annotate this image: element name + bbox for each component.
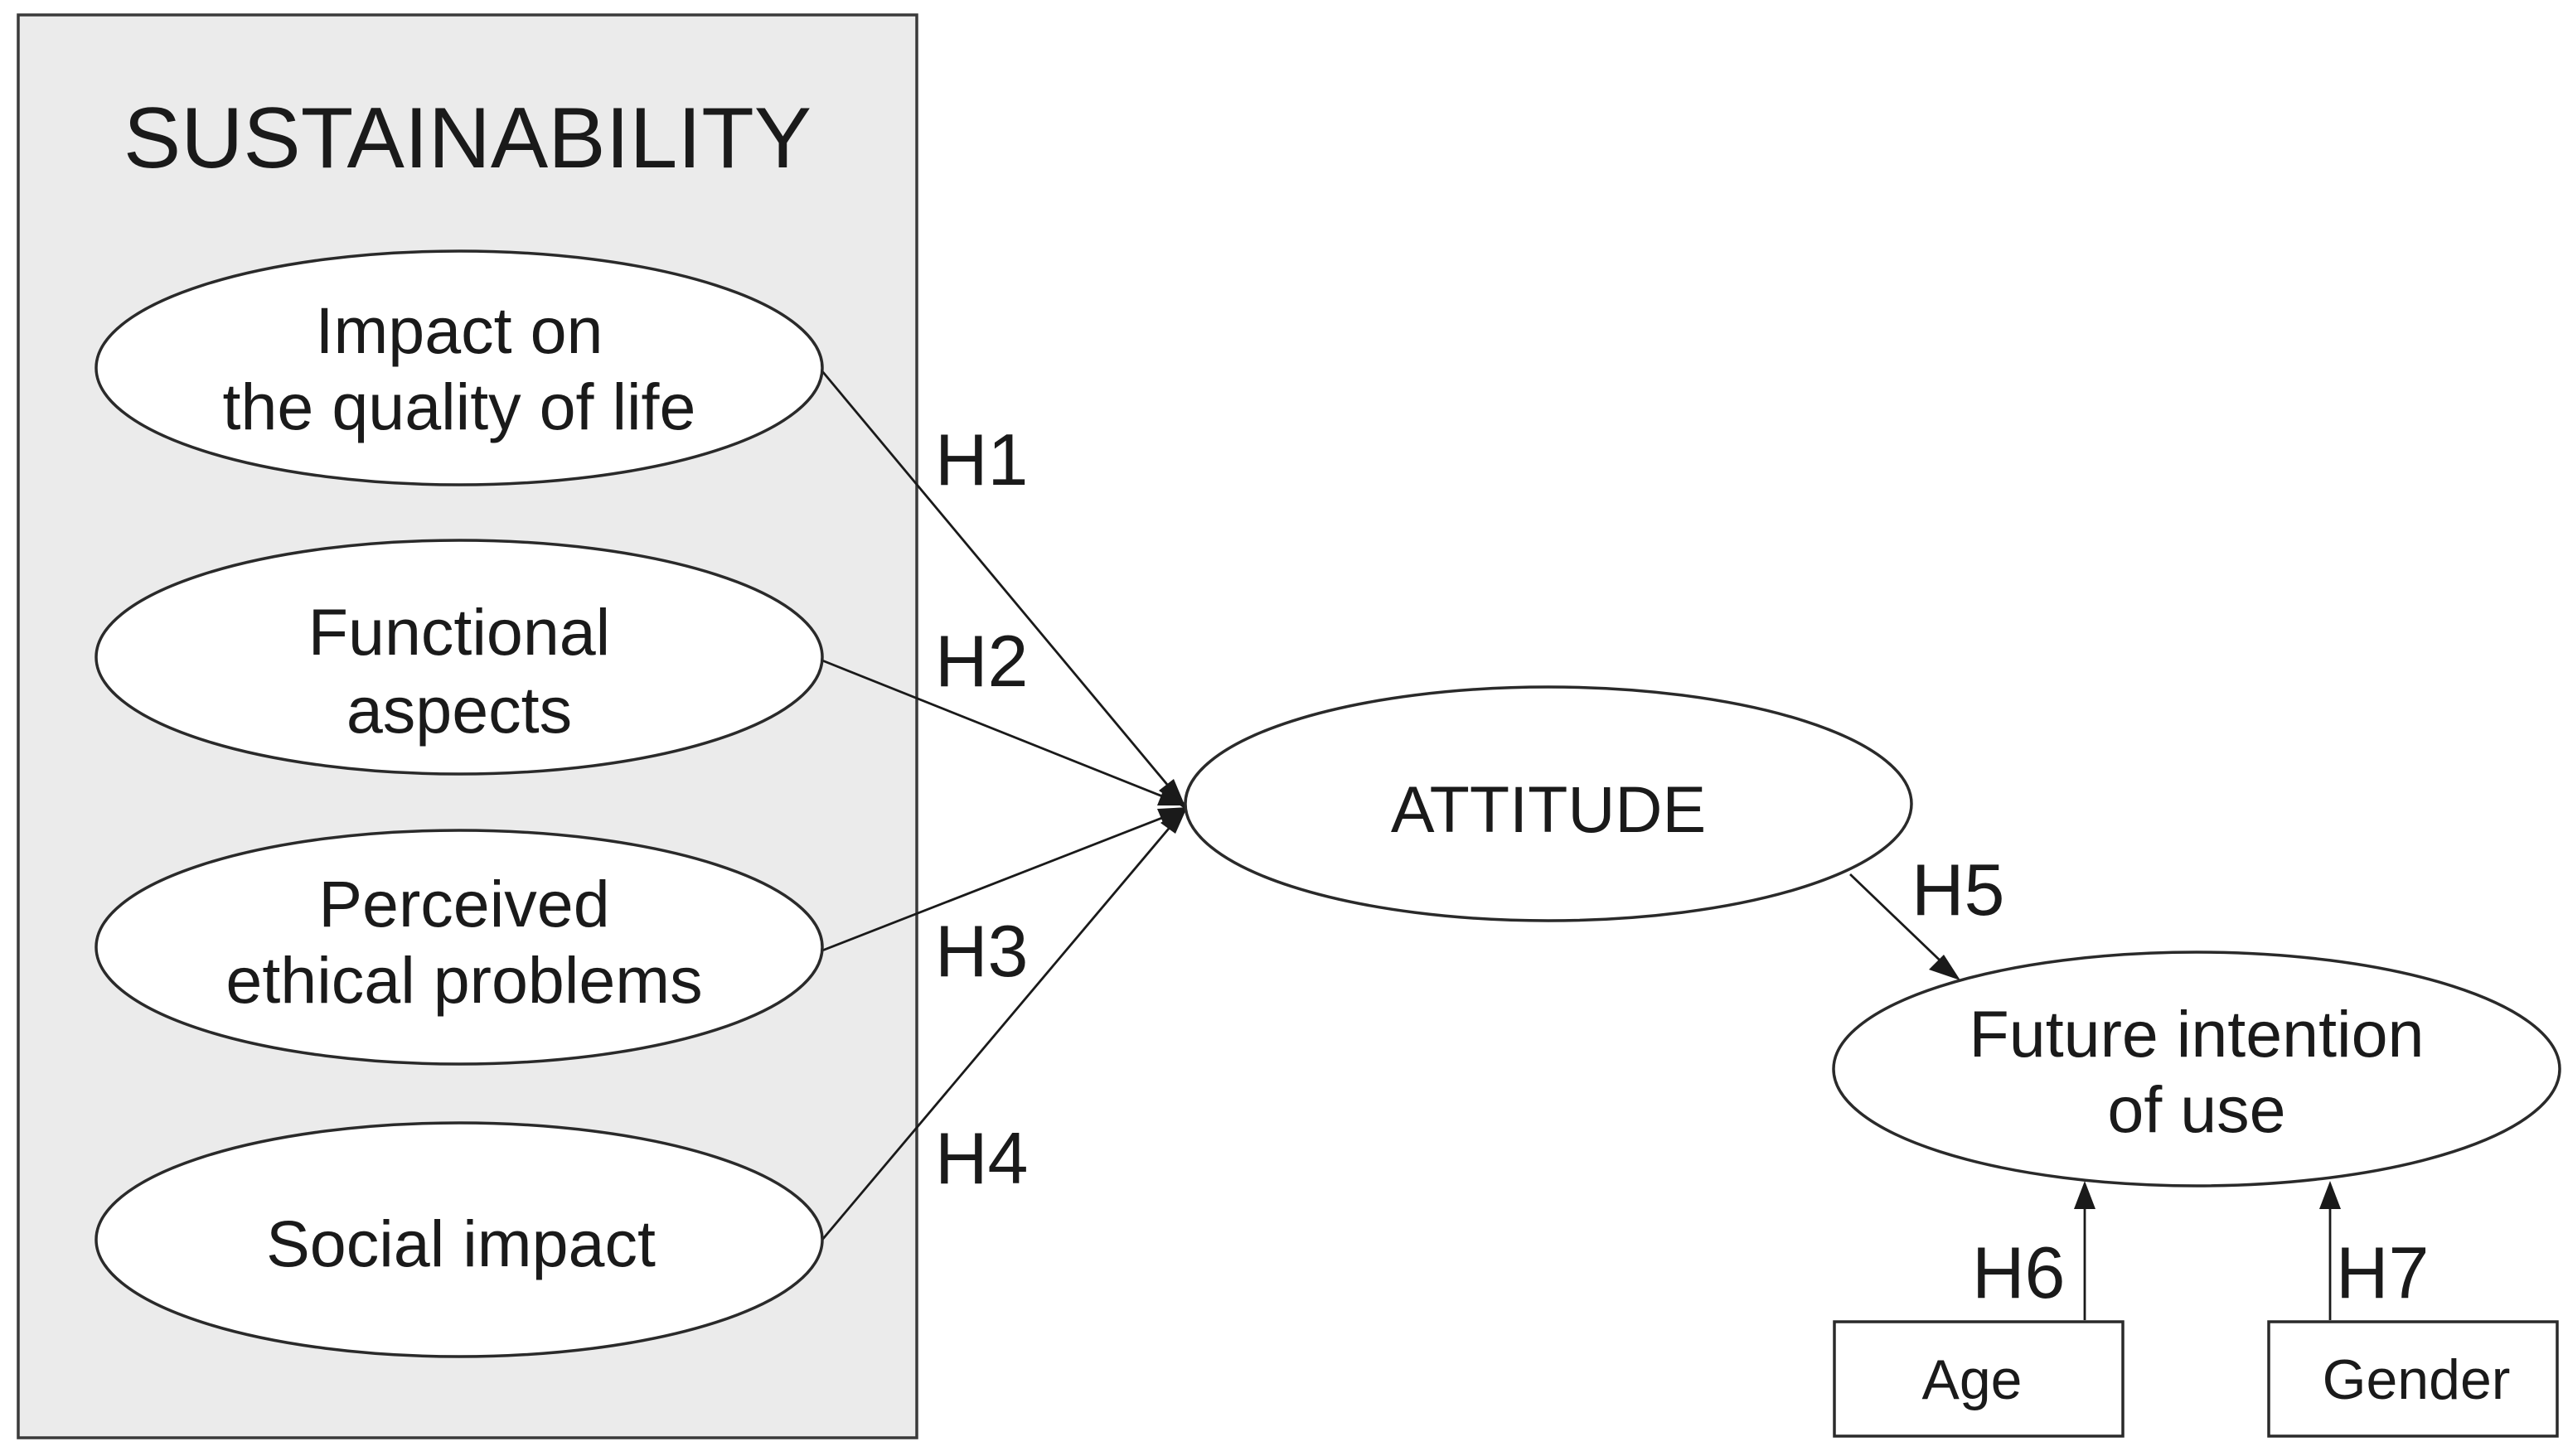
quality-of-life-line1: Impact on: [316, 293, 603, 367]
node-age: Age: [1833, 1320, 2125, 1438]
ellipse-quality-of-life: [94, 249, 824, 486]
ethical-problems-line2: ethical problems: [225, 943, 702, 1017]
hypothesis-h2: H2: [935, 620, 1029, 702]
edge-h4: [821, 813, 1183, 1241]
box-age: [1833, 1320, 2125, 1438]
age-label: Age: [1922, 1348, 2023, 1411]
hypothesis-h4: H4: [935, 1117, 1029, 1199]
ellipse-ethical-problems: [94, 829, 824, 1066]
ellipse-attitude: [1184, 685, 1913, 922]
hypothesis-h5: H5: [1911, 849, 2005, 931]
arrowhead-h7: [2319, 1181, 2341, 1209]
functional-aspects-line1: Functional: [308, 595, 611, 669]
edge-h5: [1849, 873, 1953, 974]
node-ethical-problems: Perceived ethical problems: [94, 829, 824, 1066]
ethical-problems-line1: Perceived: [318, 867, 609, 941]
edge-h2: [821, 659, 1182, 805]
hypothesis-h1: H1: [935, 418, 1029, 501]
node-functional-aspects: Functional aspects: [94, 539, 824, 776]
edge-h1: [821, 370, 1183, 802]
edge-h3: [821, 809, 1182, 952]
functional-aspects-line2: aspects: [346, 673, 572, 747]
node-social-impact: Social impact: [94, 1121, 824, 1358]
attitude-label: ATTITUDE: [1391, 772, 1706, 846]
future-intention-line1: Future intention: [1969, 997, 2425, 1071]
node-quality-of-life: Impact on the quality of life: [94, 249, 824, 486]
quality-of-life-line2: the quality of life: [223, 370, 696, 443]
node-gender: Gender: [2267, 1320, 2559, 1438]
node-future-intention: Future intention of use: [1832, 951, 2561, 1188]
node-attitude: ATTITUDE: [1184, 685, 1913, 922]
edges: [821, 370, 2341, 1320]
arrowhead-h2: [1157, 789, 1189, 805]
hypothesis-h7: H7: [2336, 1231, 2430, 1313]
hypothesis-h3: H3: [935, 910, 1029, 992]
ellipse-social-impact: [94, 1121, 824, 1358]
ellipse-future-intention: [1832, 951, 2561, 1188]
social-impact-line1: Social impact: [266, 1207, 656, 1280]
arrowhead-h6: [2074, 1181, 2095, 1209]
future-intention-line2: of use: [2107, 1072, 2285, 1146]
gender-label: Gender: [2323, 1348, 2511, 1411]
arrowhead-h5: [1929, 955, 1960, 980]
hypothesis-labels: H1 H2 H3 H4 H5 H6 H7: [935, 418, 2430, 1313]
ellipse-functional-aspects: [94, 539, 824, 776]
box-gender: [2267, 1320, 2559, 1438]
sustainability-title: SUSTAINABILITY: [124, 90, 812, 186]
hypothesis-h6: H6: [1972, 1231, 2066, 1313]
arrowhead-h4: [1160, 804, 1189, 834]
